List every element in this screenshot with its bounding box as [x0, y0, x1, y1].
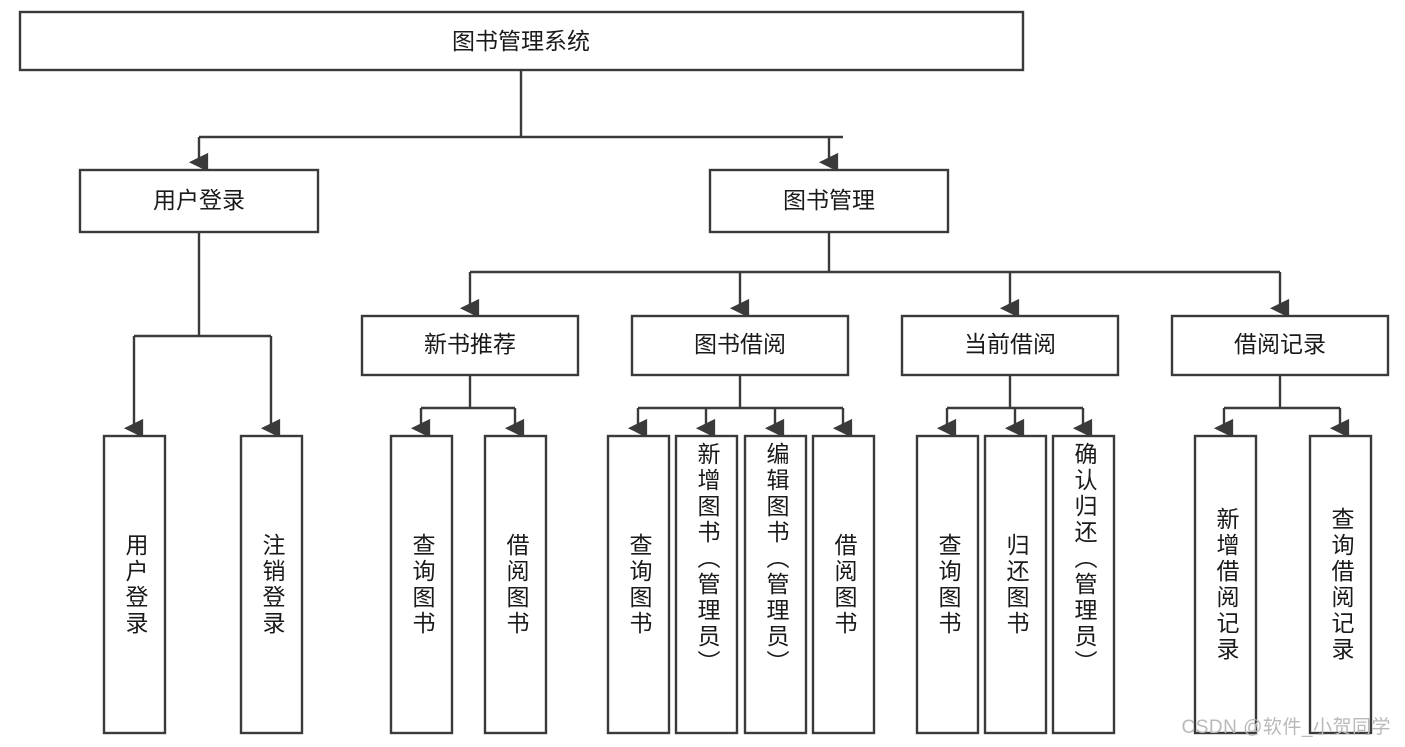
leaf-label-text: 确认归还（管理员） — [1071, 442, 1097, 676]
leaf-label-text: 查询图书 — [935, 532, 961, 637]
leaf-label-logout: 注销登录 — [241, 436, 302, 733]
leaf-box-query-book-3[interactable] — [915, 434, 980, 735]
leaf-label-text: 归还图书 — [1003, 532, 1029, 637]
leaf-rects — [102, 434, 1373, 735]
leaf-label-text: 注销登录 — [259, 532, 285, 637]
node-borrow-record[interactable]: 借阅记录 — [1170, 314, 1390, 377]
leaf-box-confirm-return-admin[interactable] — [1051, 434, 1116, 735]
edge-current-borrow-to-leaves — [936, 375, 1093, 438]
leaf-label-edit-book-admin: 编辑图书（管理员） — [745, 436, 806, 733]
node-book-borrow-label: 图书借阅 — [694, 331, 786, 357]
leaf-label-borrow-book-2: 借阅图书 — [813, 436, 874, 733]
edge-new-book-rec-to-leaves — [410, 375, 525, 438]
leaf-label-text: 用户登录 — [122, 532, 148, 637]
leaf-label-text: 借阅图书 — [503, 532, 529, 637]
leaf-label-query-borrow-record: 查询借阅记录 — [1310, 436, 1371, 733]
leaf-box-query-book-1[interactable] — [389, 434, 454, 735]
leaf-label-query-book-1: 查询图书 — [391, 436, 452, 733]
node-user-login-label: 用户登录 — [153, 187, 245, 213]
leaf-label-text: 新增借阅记录 — [1213, 506, 1239, 663]
leaf-box-borrow-book-2[interactable] — [811, 434, 876, 735]
node-user-login[interactable]: 用户登录 — [78, 168, 320, 234]
edge-borrow-record-to-leaves — [1213, 375, 1350, 438]
leaf-box-return-book[interactable] — [983, 434, 1048, 735]
leaf-label-text: 编辑图书（管理员） — [763, 442, 789, 676]
node-new-book-recommend[interactable]: 新书推荐 — [360, 314, 580, 377]
edge-root-to-level2 — [188, 70, 843, 172]
leaf-label-query-book-3: 查询图书 — [917, 436, 978, 733]
leaf-label-text: 新增图书（管理员） — [694, 442, 720, 676]
leaf-box-edit-book-admin[interactable] — [743, 434, 808, 735]
node-book-management[interactable]: 图书管理 — [708, 168, 950, 234]
leaf-box-add-book-admin[interactable] — [674, 434, 739, 735]
leaf-box-borrow-book-1[interactable] — [483, 434, 548, 735]
leaf-box-query-book-2[interactable] — [606, 434, 671, 735]
leaf-box-user-login[interactable] — [102, 434, 167, 735]
node-current-borrow-label: 当前借阅 — [964, 331, 1056, 357]
leaf-label-text: 借阅图书 — [831, 532, 857, 637]
leaf-box-logout[interactable] — [239, 434, 304, 735]
node-book-borrow[interactable]: 图书借阅 — [630, 314, 850, 377]
leaf-label-confirm-return-admin: 确认归还（管理员） — [1053, 436, 1114, 733]
leaf-box-query-borrow-record[interactable] — [1308, 434, 1373, 735]
node-root[interactable]: 图书管理系统 — [18, 10, 1025, 72]
edge-book-mgmt-to-level3 — [459, 232, 1290, 318]
leaf-label-text: 查询图书 — [626, 532, 652, 637]
leaf-label-add-book-admin: 新增图书（管理员） — [676, 436, 737, 733]
leaf-label-query-book-2: 查询图书 — [608, 436, 669, 733]
leaf-box-add-borrow-record[interactable] — [1193, 434, 1258, 735]
leaf-label-user-login: 用户登录 — [104, 436, 165, 733]
node-current-borrow[interactable]: 当前借阅 — [900, 314, 1120, 377]
leaf-label-text: 查询借阅记录 — [1328, 506, 1354, 663]
leaf-label-borrow-book-1: 借阅图书 — [485, 436, 546, 733]
node-new-book-recommend-label: 新书推荐 — [424, 331, 516, 357]
node-borrow-record-label: 借阅记录 — [1234, 331, 1326, 357]
edge-user-login-to-leaves — [123, 232, 281, 438]
node-root-label: 图书管理系统 — [452, 28, 590, 54]
node-book-management-label: 图书管理 — [783, 187, 875, 213]
leaf-label-text: 查询图书 — [409, 532, 435, 637]
leaf-label-return-book: 归还图书 — [985, 436, 1046, 733]
leaf-label-add-borrow-record: 新增借阅记录 — [1195, 436, 1256, 733]
edge-book-borrow-to-leaves — [627, 375, 853, 438]
